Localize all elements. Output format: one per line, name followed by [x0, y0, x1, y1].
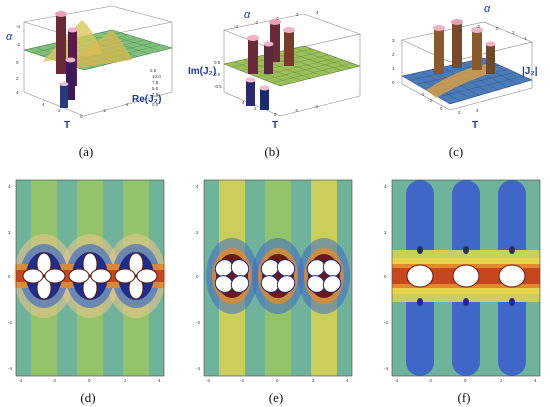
svg-text:-4: -4 [394, 378, 398, 383]
caption-e: (e) [268, 390, 284, 405]
svg-text:4: 4 [346, 378, 349, 383]
panel-a-real-part-surface: α T Re(J₂) -4 -2 0 2 4 4 2 0 -2 -4 2.5 1… [2, 0, 185, 140]
svg-text:-2: -2 [240, 378, 244, 383]
svg-text:-4: -4 [196, 366, 200, 371]
panel-f-contour-magnitude: -4 -2 0 2 4 4 2 0 -2 -4 [384, 176, 544, 384]
svg-text:-2: -2 [196, 320, 200, 325]
svg-text:4: 4 [196, 184, 199, 189]
caption-c: (c) [448, 144, 464, 159]
z-axis-label: Im(J₂) [188, 66, 216, 77]
svg-text:2: 2 [124, 378, 127, 383]
svg-text:3: 3 [392, 38, 395, 43]
svg-text:0: 0 [276, 16, 279, 21]
svg-text:4: 4 [476, 108, 479, 113]
svg-text:-2: -2 [254, 20, 258, 25]
svg-text:-2: -2 [102, 108, 106, 113]
panel-b-imaginary-part-surface: α T Im(J₂) -4 -2 0 2 4 4 2 0 -2 -4 0.5 0… [184, 0, 367, 140]
svg-text:4: 4 [158, 378, 161, 383]
svg-text:-2: -2 [384, 320, 388, 325]
caption-a: (a) [78, 144, 94, 159]
svg-text:2: 2 [392, 52, 395, 57]
svg-text:-4: -4 [16, 24, 20, 29]
alpha-axis-label: α [244, 9, 251, 21]
svg-text:-2: -2 [476, 24, 480, 29]
svg-text:-2: -2 [8, 320, 12, 325]
t-axis-label: T [472, 120, 478, 131]
panel-e-contour-imaginary: -4 -2 0 2 4 4 2 0 -2 -4 [196, 176, 356, 384]
svg-text:-4: -4 [458, 28, 462, 33]
svg-text:-2: -2 [294, 108, 298, 113]
alpha-axis-label: α [484, 3, 491, 15]
svg-text:2: 2 [196, 230, 199, 235]
z-axis-label: |J₂| [522, 66, 538, 77]
svg-text:4: 4 [316, 10, 319, 15]
alpha-axis-label: α [6, 31, 13, 43]
svg-text:4: 4 [8, 184, 11, 189]
svg-text:4: 4 [242, 100, 245, 105]
svg-text:-4: -4 [234, 24, 238, 29]
svg-text:0.5: 0.5 [214, 60, 221, 65]
svg-text:-4: -4 [206, 378, 210, 383]
svg-text:2: 2 [296, 12, 299, 17]
svg-text:10.0: 10.0 [152, 74, 161, 79]
svg-text:0.0: 0.0 [152, 102, 159, 107]
svg-text:2: 2 [58, 108, 61, 113]
svg-text:7.5: 7.5 [152, 80, 159, 85]
svg-text:0: 0 [88, 378, 91, 383]
svg-text:4: 4 [16, 90, 19, 95]
svg-text:4: 4 [384, 184, 387, 189]
svg-text:2: 2 [312, 378, 315, 383]
svg-text:0: 0 [196, 274, 199, 279]
caption-f: (f) [457, 390, 471, 405]
svg-text:2: 2 [512, 30, 515, 35]
svg-text:0: 0 [80, 114, 83, 119]
svg-text:0: 0 [440, 106, 443, 111]
svg-text:0: 0 [274, 112, 277, 117]
svg-text:2.5: 2.5 [150, 68, 157, 73]
svg-text:0: 0 [392, 80, 395, 85]
svg-text:0: 0 [464, 378, 467, 383]
svg-text:-2: -2 [16, 42, 20, 47]
caption-b: (b) [264, 144, 280, 159]
svg-text:-2: -2 [428, 378, 432, 383]
svg-text:1: 1 [392, 66, 395, 71]
svg-text:0: 0 [16, 60, 19, 65]
panel-c-magnitude-surface: α T |J₂| -4 -2 0 2 4 -4 -2 0 2 4 3 2 1 0 [366, 0, 549, 140]
svg-text:-4: -4 [314, 104, 318, 109]
svg-text:-2: -2 [428, 98, 432, 103]
svg-text:-4: -4 [420, 92, 424, 97]
svg-text:4: 4 [524, 36, 527, 41]
t-axis-label: T [64, 120, 70, 131]
svg-text:0: 0 [276, 378, 279, 383]
svg-text:2: 2 [8, 230, 11, 235]
svg-text:5.0: 5.0 [152, 86, 159, 91]
caption-d: (d) [80, 390, 96, 405]
svg-text:4: 4 [42, 102, 45, 107]
svg-text:2: 2 [16, 76, 19, 81]
svg-text:0.0: 0.0 [214, 72, 221, 77]
svg-text:-2: -2 [52, 378, 56, 383]
svg-text:2: 2 [254, 106, 257, 111]
svg-text:2: 2 [384, 230, 387, 235]
svg-text:0: 0 [8, 274, 11, 279]
svg-text:0: 0 [496, 26, 499, 31]
svg-text:-0.5: -0.5 [214, 84, 222, 89]
svg-text:-4: -4 [18, 378, 22, 383]
svg-text:-4: -4 [384, 366, 388, 371]
svg-text:2: 2 [500, 378, 503, 383]
z-axis-label: Re(J₂) [132, 94, 161, 105]
panel-d-contour-real: -4 -2 0 2 4 4 2 0 -2 -4 [8, 176, 168, 384]
svg-text:4: 4 [534, 378, 537, 383]
svg-text:0: 0 [384, 274, 387, 279]
svg-text:2: 2 [458, 110, 461, 115]
svg-text:-4: -4 [8, 366, 12, 371]
svg-text:2.5: 2.5 [152, 92, 159, 97]
svg-text:-4: -4 [124, 102, 128, 107]
t-axis-label: T [272, 120, 278, 131]
